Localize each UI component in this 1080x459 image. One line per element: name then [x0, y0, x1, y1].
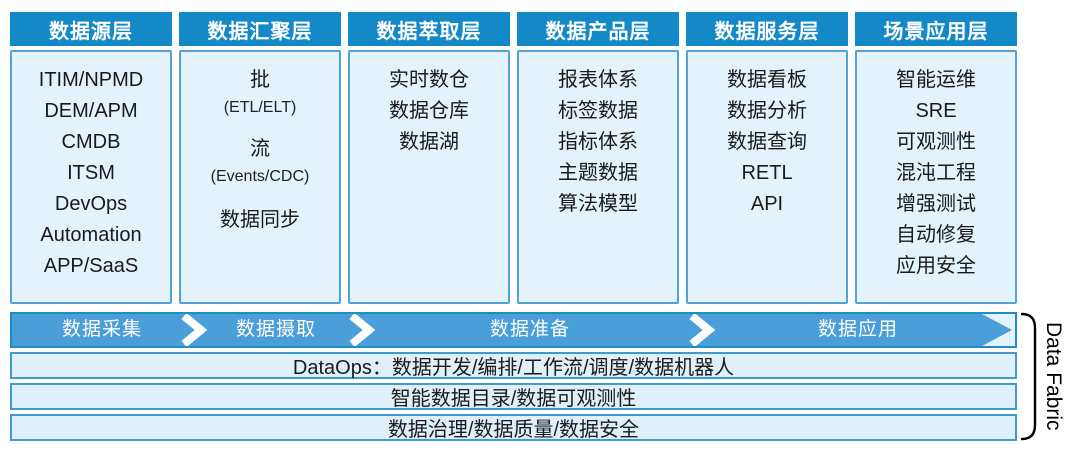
layer-item: Automation — [40, 224, 142, 246]
layer-columns: 数据源层 ITIM/NPMD DEM/APM CMDB ITSM DevOps … — [10, 12, 1017, 304]
layer-item: 指标体系 — [558, 131, 638, 153]
layer-item: CMDB — [61, 131, 121, 153]
layer-items-box: 智能运维 SRE 可观测性 混沌工程 增强测试 自动修复 应用安全 — [855, 50, 1017, 304]
foundation-row-governance: 数据治理/数据质量/数据安全 — [10, 414, 1017, 441]
layer-header: 数据产品层 — [517, 12, 679, 46]
pipeline-arrow-banner — [12, 314, 1012, 346]
layer-item: 数据看板 — [727, 69, 807, 91]
layer-item: 数据分析 — [727, 100, 807, 122]
layer-item: DEM/APM — [44, 100, 138, 122]
layer-column-data-product: 数据产品层 报表体系 标签数据 指标体系 主题数据 算法模型 — [517, 12, 679, 304]
pipeline-stage: 数据准备 — [489, 319, 571, 340]
layer-items-box: 数据看板 数据分析 数据查询 RETL API — [686, 50, 848, 304]
layer-header: 场景应用层 — [855, 12, 1017, 46]
layer-item: 数据仓库 — [389, 100, 469, 122]
pipeline-stage: 数据应用 — [817, 319, 899, 340]
foundation-row-catalog: 智能数据目录/数据可观测性 — [10, 383, 1017, 410]
layer-item: 混沌工程 — [896, 162, 976, 184]
layer-header: 数据汇聚层 — [179, 12, 341, 46]
layer-item: 算法模型 — [558, 193, 638, 215]
chevron-right-icon — [689, 314, 716, 346]
layer-item: ITSM — [67, 162, 115, 184]
data-fabric-label: Data Fabric — [1042, 322, 1065, 431]
layer-items-box: 批 (ETL/ELT) 流 (Events/CDC) 数据同步 — [179, 50, 341, 304]
layer-items-box: ITIM/NPMD DEM/APM CMDB ITSM DevOps Autom… — [10, 50, 172, 304]
layer-item: RETL — [741, 162, 793, 184]
layer-item: APP/SaaS — [43, 255, 139, 277]
layer-header: 数据萃取层 — [348, 12, 510, 46]
layer-item: 数据湖 — [399, 131, 459, 153]
layer-item: 主题数据 — [558, 162, 638, 184]
layer-column-data-service: 数据服务层 数据看板 数据分析 数据查询 RETL API — [686, 12, 848, 304]
chevron-right-icon — [349, 314, 376, 346]
layer-header: 数据源层 — [10, 12, 172, 46]
layer-column-scenario-application: 场景应用层 智能运维 SRE 可观测性 混沌工程 增强测试 自动修复 应用安全 — [855, 12, 1017, 304]
layer-item: 数据查询 — [727, 131, 807, 153]
pipeline-stage: 数据采集 — [61, 319, 143, 340]
layer-column-data-extraction: 数据萃取层 实时数仓 数据仓库 数据湖 — [348, 12, 510, 304]
layer-header: 数据服务层 — [686, 12, 848, 46]
layer-item: API — [750, 193, 784, 215]
pipeline-band: 数据采集 数据摄取 数据准备 数据应用 — [10, 312, 1017, 348]
layer-items-box: 报表体系 标签数据 指标体系 主题数据 算法模型 — [517, 50, 679, 304]
layer-item: 报表体系 — [558, 69, 638, 91]
layer-item: 标签数据 — [558, 100, 638, 122]
layer-item: 增强测试 — [896, 193, 976, 215]
layer-item: 数据同步 — [220, 209, 300, 231]
layer-item: 批 — [250, 69, 270, 91]
layer-column-data-source: 数据源层 ITIM/NPMD DEM/APM CMDB ITSM DevOps … — [10, 12, 172, 304]
layer-item-sub: (ETL/ELT) — [223, 99, 297, 116]
layer-item-sub: (Events/CDC) — [210, 168, 310, 185]
layer-item: 应用安全 — [896, 255, 976, 277]
layer-item: DevOps — [54, 193, 128, 215]
layer-item: 可观测性 — [896, 131, 976, 153]
layer-item: 流 — [250, 138, 270, 160]
layer-item: ITIM/NPMD — [38, 69, 144, 91]
right-bracket — [1021, 312, 1037, 441]
layer-item: 自动修复 — [896, 224, 976, 246]
chevron-right-icon — [181, 314, 208, 346]
layer-item: 智能运维 — [896, 69, 976, 91]
pipeline-stage: 数据摄取 — [235, 319, 317, 340]
layer-column-data-aggregation: 数据汇聚层 批 (ETL/ELT) 流 (Events/CDC) 数据同步 — [179, 12, 341, 304]
foundation-row-dataops: DataOps：数据开发/编排/工作流/调度/数据机器人 — [10, 352, 1017, 379]
layer-item: SRE — [915, 100, 957, 122]
layer-items-box: 实时数仓 数据仓库 数据湖 — [348, 50, 510, 304]
layer-item: 实时数仓 — [389, 69, 469, 91]
